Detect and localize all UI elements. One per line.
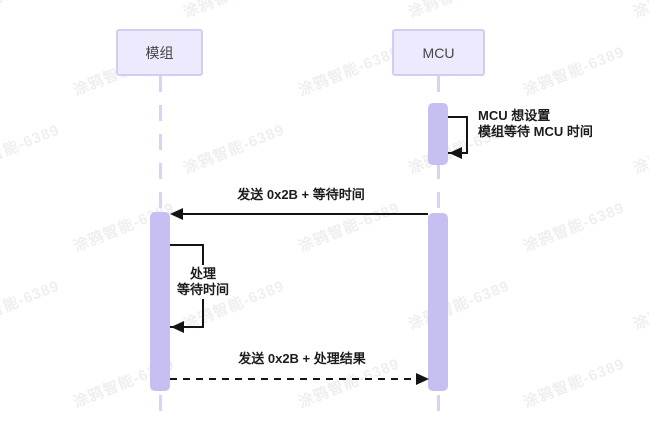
watermark-text: 涂鸦智能-6389 — [405, 0, 512, 22]
arrowhead-right-icon — [416, 373, 429, 385]
arrowhead-left-icon — [171, 321, 184, 333]
watermark-text: 涂鸦智能-6389 — [631, 277, 649, 334]
self-message-module-line1: 处理 — [189, 266, 217, 281]
self-message-mcu-line1: MCU 想设置 — [478, 108, 551, 123]
message-2-label: 发送 0x2B + 处理结果 — [238, 351, 366, 366]
activation-bar-mcu-1 — [428, 103, 448, 165]
watermark-text: 涂鸦智能-6389 — [0, 0, 62, 22]
watermark-text: 涂鸦智能-6389 — [521, 43, 628, 100]
self-message-mcu-line2: 模组等待 MCU 时间 — [478, 124, 593, 139]
activation-bar-mcu-2 — [428, 213, 448, 391]
watermark-text: 涂鸦智能-6389 — [0, 121, 63, 178]
watermark-text: 涂鸦智能-6389 — [296, 43, 403, 100]
watermark-text: 涂鸦智能-6389 — [521, 355, 628, 412]
self-message-module-label: 处理 等待时间 — [173, 265, 233, 299]
watermark-text: 涂鸦智能-6389 — [181, 121, 288, 178]
watermark-text: 涂鸦智能-6389 — [521, 199, 628, 256]
actor-box-mcu: MCU — [392, 29, 485, 76]
message-1-label: 发送 0x2B + 等待时间 — [237, 187, 365, 202]
actor-label-module: 模组 — [145, 44, 174, 61]
watermark-text: 涂鸦智能-6389 — [631, 121, 649, 178]
watermark-text: 涂鸦智能-6389 — [296, 199, 403, 256]
self-message-mcu-label: MCU 想设置 模组等待 MCU 时间 — [478, 108, 593, 140]
watermark-text: 涂鸦智能-6389 — [630, 0, 649, 22]
arrowhead-left-icon — [449, 147, 462, 159]
actor-box-module: 模组 — [116, 29, 203, 76]
self-message-module-line2: 等待时间 — [176, 282, 230, 297]
watermark-text: 涂鸦智能-6389 — [406, 277, 513, 334]
watermark-text: 涂鸦智能-6389 — [180, 0, 287, 22]
watermark-text: 涂鸦智能-6389 — [0, 277, 63, 334]
activation-bar-module — [150, 212, 170, 391]
actor-label-mcu: MCU — [422, 44, 455, 61]
arrowhead-left-icon — [170, 208, 183, 220]
message-1-line — [181, 213, 428, 215]
message-2-line — [170, 378, 416, 380]
